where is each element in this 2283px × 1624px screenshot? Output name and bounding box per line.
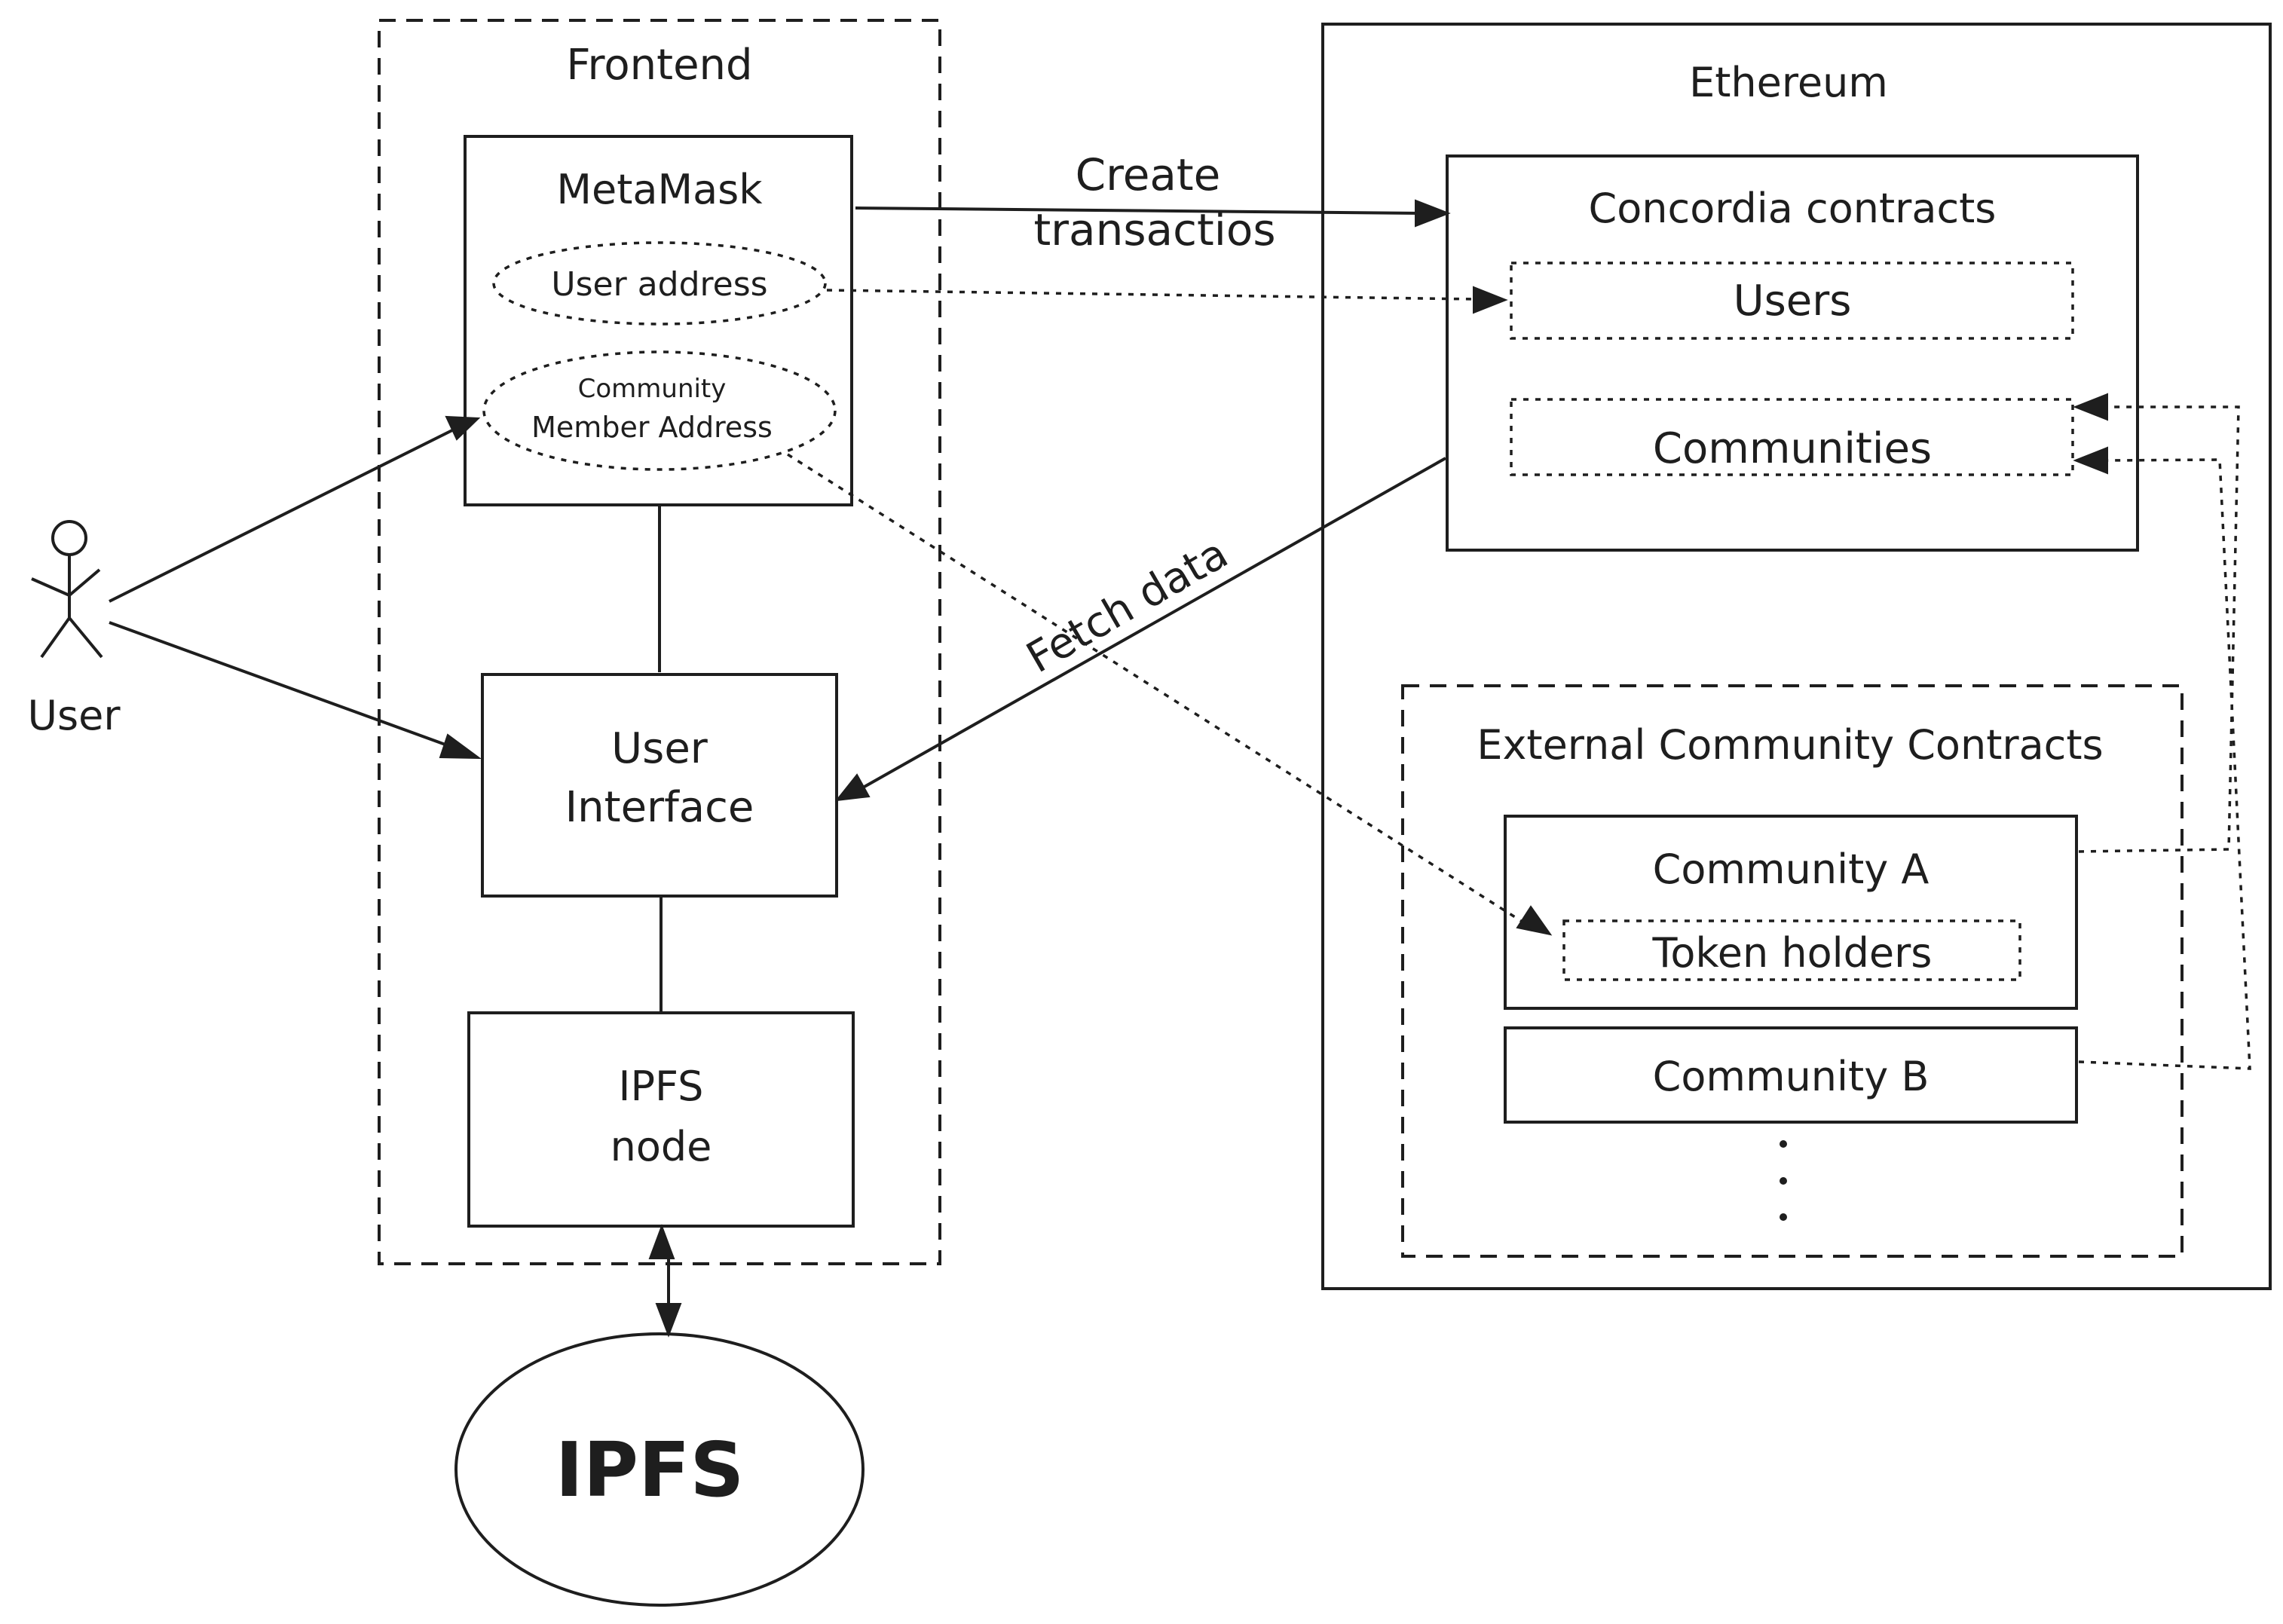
communities-contract-box xyxy=(1510,398,2074,476)
create-transactions-arrowhead xyxy=(1415,199,1451,228)
community-member-address-ellipse xyxy=(482,350,837,471)
fetch-data-arrowhead xyxy=(834,773,871,802)
ipfs-node-label-line2: node xyxy=(611,1123,712,1170)
concordia-contracts-title: Concordia contracts xyxy=(1589,185,1997,232)
user-arm-left xyxy=(31,577,70,597)
user-to-metamask-arrow xyxy=(109,425,461,603)
community-member-label-line2: Member Address xyxy=(531,411,773,444)
user-actor xyxy=(31,520,103,659)
metamask-title: MetaMask xyxy=(556,166,763,213)
users-contract-box xyxy=(1510,261,2074,340)
user-to-ui-arrowhead xyxy=(439,733,482,760)
ipfs-node-label-line1: IPFS xyxy=(619,1063,704,1110)
community-a-to-communities-arrow xyxy=(2078,405,2240,853)
user-interface-label-line2: Interface xyxy=(565,783,754,832)
member-address-to-token-holders-arrow xyxy=(787,453,1522,922)
ethereum-title: Ethereum xyxy=(1689,59,1888,106)
community-a-to-communities-arrowhead xyxy=(2073,393,2108,421)
concordia-contracts-box xyxy=(1446,154,2139,552)
user-address-label: User address xyxy=(551,265,767,304)
token-holders-box xyxy=(1562,919,2021,981)
user-address-to-users-arrowhead xyxy=(1473,286,1508,314)
ipfs-label: IPFS xyxy=(555,1426,745,1514)
user-leg-left xyxy=(40,616,71,659)
user-address-to-users-arrow xyxy=(826,289,1478,301)
community-b-to-communities-arrow xyxy=(2078,458,2251,1070)
ipfs-node-box xyxy=(467,1011,855,1228)
member-address-to-token-holders-arrowhead xyxy=(1516,905,1553,936)
user-interface-label-line1: User xyxy=(611,724,708,773)
user-to-ui-arrow xyxy=(109,621,461,751)
more-communities-ellipsis xyxy=(1780,1140,1787,1221)
user-head xyxy=(51,520,87,556)
create-transactions-label-line1: Create xyxy=(1076,149,1221,200)
token-holders-label: Token holders xyxy=(1652,929,1933,977)
external-community-contracts-title: External Community Contracts xyxy=(1477,721,2103,769)
user-address-ellipse xyxy=(492,241,827,326)
fetch-data-arrow xyxy=(862,457,1446,789)
ipfs-arrowhead-up xyxy=(648,1224,675,1259)
user-leg-right xyxy=(68,616,103,659)
community-b-label: Community B xyxy=(1653,1053,1930,1100)
create-transactions-arrow xyxy=(855,206,1422,215)
user-to-metamask-arrowhead xyxy=(445,415,481,441)
create-transactions-label-line2: transactios xyxy=(1033,204,1275,255)
users-contract-label: Users xyxy=(1734,277,1852,326)
fetch-data-label: Fetch data xyxy=(1018,529,1236,683)
community-b-to-communities-arrowhead xyxy=(2073,446,2108,475)
frontend-container xyxy=(378,19,941,1265)
communities-contract-label: Communities xyxy=(1653,424,1932,473)
ipfs-ellipse xyxy=(454,1332,865,1607)
external-community-contracts-container xyxy=(1401,684,2184,1258)
user-label: User xyxy=(27,692,121,739)
community-a-box xyxy=(1504,815,2078,1010)
community-a-label: Community A xyxy=(1653,846,1930,893)
frontend-title: Frontend xyxy=(566,41,752,90)
ipfs-arrowhead-down xyxy=(655,1303,682,1338)
community-member-label-line1: Community xyxy=(578,374,727,404)
ethereum-container xyxy=(1321,23,2272,1290)
user-arm-right xyxy=(68,568,101,597)
community-b-box xyxy=(1504,1026,2078,1124)
